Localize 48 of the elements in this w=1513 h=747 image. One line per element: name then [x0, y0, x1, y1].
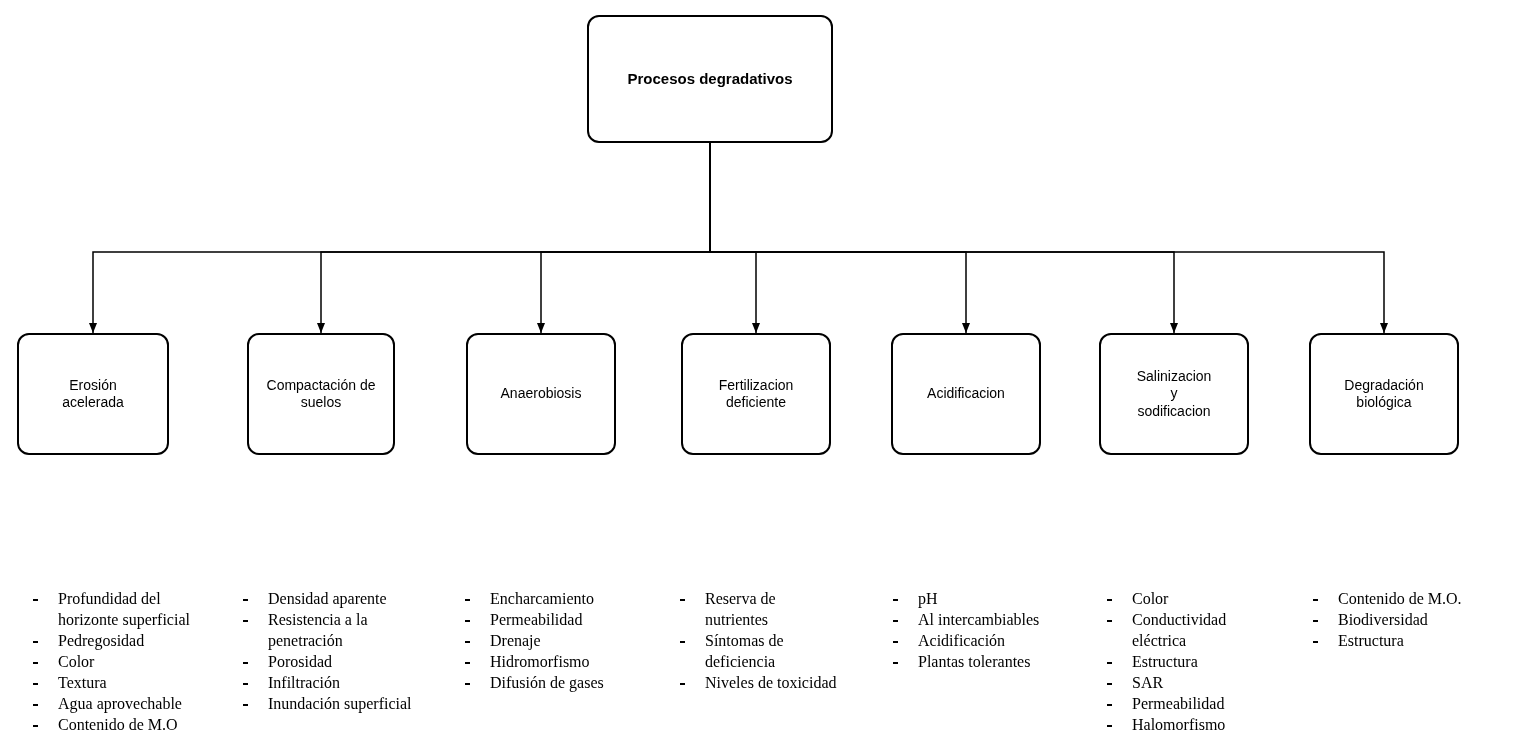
box-title: Acidificacion — [927, 385, 1005, 403]
box-title: Degradación biológica — [1343, 376, 1425, 412]
list-item: Textura — [58, 674, 107, 691]
list-item: SAR — [1132, 674, 1164, 691]
box-title: Anaerobiosis — [500, 385, 582, 403]
list-item: Estructura — [1338, 632, 1404, 649]
box-title: Erosión acelerada — [61, 376, 125, 412]
list-item: Densidad aparente — [268, 590, 387, 607]
list-item: Biodiversidad — [1338, 611, 1428, 628]
list-item: Drenaje — [490, 632, 541, 649]
list-item: Síntomas de deficiencia — [705, 632, 784, 670]
list-item: Hidromorfismo — [490, 653, 590, 670]
list-item: Contenido de M.O. — [1338, 590, 1462, 607]
list-item: Resistencia a la penetración — [268, 611, 368, 649]
list-item: Acidificación — [918, 632, 1006, 649]
list-item: Reserva de nutrientes — [705, 590, 776, 628]
process-box — [1099, 333, 1249, 455]
process-box — [466, 333, 616, 455]
process-box — [891, 333, 1041, 455]
box-title: Procesos degradativos — [627, 69, 793, 89]
list-item: Porosidad — [268, 653, 332, 670]
list-item: Profundidad del horizonte superficial — [58, 590, 190, 628]
list-item: Estructura — [1132, 653, 1198, 670]
process-box — [17, 333, 169, 455]
box-title: Fertilizacion deficiente — [717, 376, 795, 412]
list-item: Niveles de toxicidad — [705, 674, 837, 691]
process-box — [587, 15, 833, 143]
list-item: Pedregosidad — [58, 632, 145, 649]
list-item: Inundación superficial — [268, 695, 412, 712]
list-item: Color — [58, 653, 95, 670]
list-item: Al intercambiables — [918, 611, 1040, 628]
list-item: Encharcamiento — [490, 590, 594, 607]
list-item: Difusión de gases — [490, 674, 604, 691]
list-item: Infiltración — [268, 674, 340, 691]
list-item: Permeabilidad — [1132, 695, 1225, 712]
list-item: Agua aprovechable — [58, 695, 182, 712]
list-item: Permeabilidad — [490, 611, 583, 628]
process-box — [1309, 333, 1459, 455]
list-item: pH — [918, 590, 938, 607]
process-box — [247, 333, 395, 455]
list-item: Halomorfismo — [1132, 716, 1226, 733]
list-item: Contenido de M.O — [58, 716, 178, 733]
list-item: Plantas tolerantes — [918, 653, 1031, 670]
list-item: Color — [1132, 590, 1169, 607]
process-box — [681, 333, 831, 455]
box-title: Compactación de suelos — [266, 376, 376, 412]
list-item: Conductividad eléctrica — [1132, 611, 1227, 649]
box-title: Salinizacion y sodificacion — [1135, 367, 1213, 421]
